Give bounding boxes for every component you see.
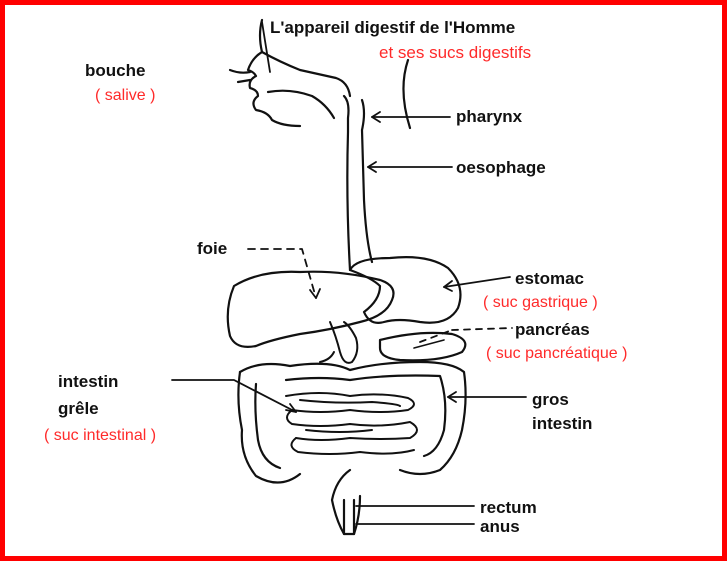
label-oesophage: oesophage [456, 159, 546, 176]
pancreas-outline [380, 333, 465, 360]
small-intestine-coils [286, 393, 417, 454]
label-pancreas: pancréas [515, 321, 590, 338]
label-suc-pancreatique: ( suc pancréatique ) [486, 346, 627, 362]
diagram-title: L'appareil digestif de l'Homme [270, 19, 515, 36]
label-suc-gastrique: ( suc gastrique ) [483, 295, 598, 311]
label-intestin-grele-line1: intestin [58, 373, 118, 390]
label-gros-intestin-line1: gros [532, 391, 569, 408]
oesophagus [344, 96, 372, 270]
label-salive: ( salive ) [95, 88, 155, 104]
label-intestin-grele-line2: grêle [58, 400, 99, 417]
pointer-liver [248, 249, 316, 298]
rectum-outline [344, 500, 354, 534]
label-foie: foie [197, 240, 227, 257]
pointer-pancreas [452, 328, 512, 330]
large-intestine-outline [238, 362, 465, 534]
stomach-outline [350, 257, 460, 323]
label-anus: anus [480, 518, 520, 535]
label-rectum: rectum [480, 499, 537, 516]
label-suc-intestinal: ( suc intestinal ) [44, 428, 156, 444]
label-pharynx: pharynx [456, 108, 522, 125]
label-bouche: bouche [85, 62, 145, 79]
diagram-subtitle: et ses sucs digestifs [379, 44, 531, 61]
pointer-small-intestine [172, 380, 296, 412]
pointer-stomach [444, 277, 510, 287]
label-estomac: estomac [515, 270, 584, 287]
label-gros-intestin-line2: intestin [532, 415, 592, 432]
pointer-mouth [262, 22, 270, 72]
